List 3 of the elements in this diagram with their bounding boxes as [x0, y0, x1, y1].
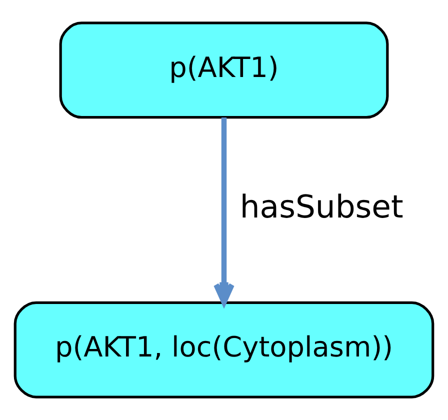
edge-label: hasSubset: [240, 190, 404, 226]
node-box: p(AKT1): [59, 22, 389, 119]
node-box: p(AKT1, loc(Cytoplasm)): [14, 301, 434, 398]
